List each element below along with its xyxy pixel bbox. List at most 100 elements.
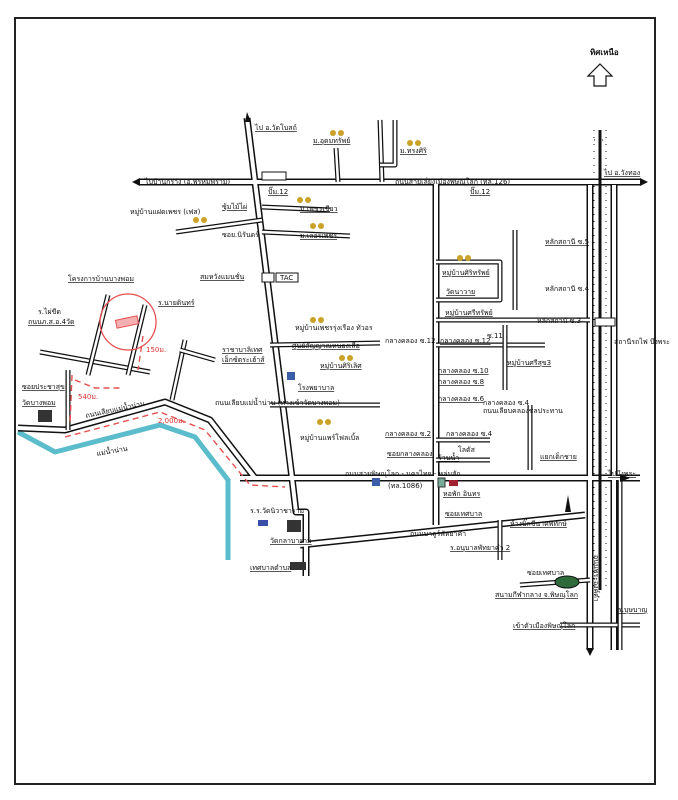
municipality-icon (290, 562, 306, 570)
label-soi: กลางคลอง ซ.4 (483, 399, 530, 407)
label-temple: วัดนาวาย (446, 288, 475, 296)
label-village: หมู่บ้านแฝดเพชร (เฟส) (130, 208, 201, 216)
label-school: ร.ไผ่ขีด (38, 307, 61, 316)
flag-icon (258, 520, 268, 526)
railway (593, 130, 616, 590)
label-village: หมู่บ้านศิริเลิศ (320, 362, 362, 370)
label-road: ถนนเลียบแม่น้ำน่าน (ทางเข้าวัดบางพอม) (215, 396, 340, 407)
project-location-circle (99, 293, 157, 351)
label-soi: ซอยเทศบาล (445, 510, 482, 518)
roads (17, 117, 640, 650)
label-soi: กลางคลอง ซ.10 (438, 367, 489, 375)
label-soi: กลางคลอง ซ.8 (438, 378, 484, 386)
distance-label-150m: 150ม. (146, 346, 166, 354)
label-school: ร.อนุบาลพัทยาคำ 2 (450, 544, 510, 552)
label-soi: ซอยกลางคลอง (387, 450, 433, 458)
tac-label: TAC (279, 274, 293, 282)
label-stadium: สนามกีฬากลาง จ.พิษณุโลก (495, 590, 578, 599)
label-road: ถนนเลียบคลองชลประทาน (483, 407, 563, 415)
train-station-icon (594, 317, 616, 327)
arrow-sign-icon (261, 272, 275, 283)
label-school: ร.บุษบาญ (618, 606, 647, 614)
route-150m (137, 335, 144, 371)
project-site-icon (114, 315, 140, 329)
label-junction: แยกเด็กชาย (540, 452, 577, 461)
label-to-wat-bot: ไป อ.วัดโบสถ์ (254, 123, 297, 132)
route-540m (69, 374, 73, 426)
label-village: ม.อุดมทรัพย์ (313, 137, 350, 145)
label-municipality: เทศบาลตำบล (250, 564, 291, 572)
label-to-wang-thong: ไป อ.วังทอง (603, 168, 640, 177)
label-mansion: สมหวังแมนชั่น (200, 272, 245, 281)
label-school: ร.นายดินทร์ (158, 299, 195, 307)
tac-sign (275, 272, 299, 283)
arrow-west-icon (132, 178, 140, 186)
bridge-icon (261, 171, 287, 181)
river (16, 422, 231, 560)
temple-icon (287, 520, 301, 532)
label-village: หมู่บ้านแพร์โฟลเบิ้ล (300, 431, 359, 442)
label-soi: ซอย.นิรันดร์ (222, 231, 259, 239)
label-road: ถนนสายเลี่ยงเมืองพิษณุโลก (ทล.126) (395, 177, 510, 186)
label-village: หมู่บ้านศรีสุข3 (507, 359, 551, 367)
distance-label-540m: 540ม. (78, 393, 98, 401)
label-place: ศูนย์สัญญาณหนองเสือ (292, 342, 360, 350)
label-mall: ห้างบิ๊กซีนาคพิทักษ์ (510, 518, 567, 528)
north-arrow-icon (586, 63, 614, 87)
label-temple: วัดกลาบาราม (270, 537, 312, 545)
arrow-east-icon (620, 474, 630, 482)
hospital-icon (287, 372, 295, 380)
label-village: หมู่บ้านเพชรรุ่งเรือง ทัวอร (295, 324, 373, 332)
village-icons (193, 130, 471, 425)
label-hospital: โรงพยาบาล (298, 383, 334, 392)
route-540m-branch (74, 379, 120, 389)
label-village: ม.เพชรเขียว (300, 205, 338, 213)
label-train-station: สถานีรถไฟ บึงพระ (614, 337, 670, 346)
temple-icon (38, 410, 52, 422)
label-road: ไปบ้านกร่าง (อ.พรหมพิราม) (144, 177, 230, 186)
stadium-icon (554, 575, 580, 589)
monument-icon (565, 495, 571, 512)
label-gas-station: ปั๊ม.12 (470, 186, 490, 196)
label-station-soi: หลักสถานี ซ.3 (537, 317, 581, 325)
label-village: หมู่บ้านศรีทรัพย์ (445, 309, 493, 317)
label-village: หมู่บ้านศิริทรัพย์ (442, 269, 490, 277)
label-soi: กลางคลอง ซ.12 (440, 337, 491, 345)
label-soi: กลางคลอง ซ.4 (446, 430, 493, 438)
label-temple: วัดบางพอม (22, 399, 56, 407)
label-soi: กลางคลอง ซ.6 (438, 395, 485, 403)
arrow-east-icon (640, 178, 648, 186)
label-to-bueng-phra: ไปบึงพระ (607, 469, 636, 478)
label-dormitory: หอพัก อินทร (443, 490, 480, 498)
map-frame (14, 17, 656, 785)
north-label: ทิศเหนือ (590, 47, 619, 57)
label-village: ม.เลอรเพชร (300, 232, 337, 240)
highway-sign-icon (372, 478, 380, 486)
seven-eleven-icon (437, 477, 446, 488)
label-lotus: โลตัส (458, 445, 476, 454)
label-soi: ซ.11 (487, 332, 503, 340)
label-road: ถนนภ.ส.อ.4วัด (28, 318, 75, 326)
car-icon (449, 480, 458, 486)
distance-label-2000m: 2,000ม. (158, 417, 185, 425)
map-labels: ไป อ.วัดโบสถ์ ม.อุดมทรัพย์ ม.ทรงศิริ ไปบ… (22, 123, 670, 630)
label-station-soi: หลักสถานี ซ.4 (545, 285, 590, 293)
label-highway-number: (ทล.1086) (388, 482, 423, 490)
route-2000m (64, 411, 286, 488)
label-gas-station: ปั๊ม.12 (268, 186, 288, 196)
label-school: ร.ร.วัดนิวาชาราม (250, 507, 304, 515)
label-highway: ถนนสายพิษณุโลก - นครไทย - หล่มสัก (345, 469, 461, 478)
label-soi: กลางคลอง ซ.12 (385, 337, 436, 345)
arrow-north-icon (245, 112, 251, 122)
label-shop: ร้านน้ำ (438, 451, 459, 462)
label-project: โครงการบ้านบางพอม (68, 274, 134, 283)
label-place: ราชาบาลิเทศ (222, 346, 263, 354)
label-road: ถนนบาลูร์พัทยาคำ (410, 530, 466, 538)
arrow-south-icon (586, 648, 594, 656)
label-village: ม.ทรงศิริ (400, 147, 427, 155)
label-station-soi: หลักสถานี ซ.5 (545, 238, 589, 246)
label-road: ถนนพระองค์ดำ (592, 555, 600, 602)
label-soi: ซอยประชาสุข (22, 383, 65, 391)
label-soi: ซอยเทศบาล (527, 569, 564, 577)
label-place: เอ็กซ์ตระเฮ้าส์ (222, 355, 265, 364)
